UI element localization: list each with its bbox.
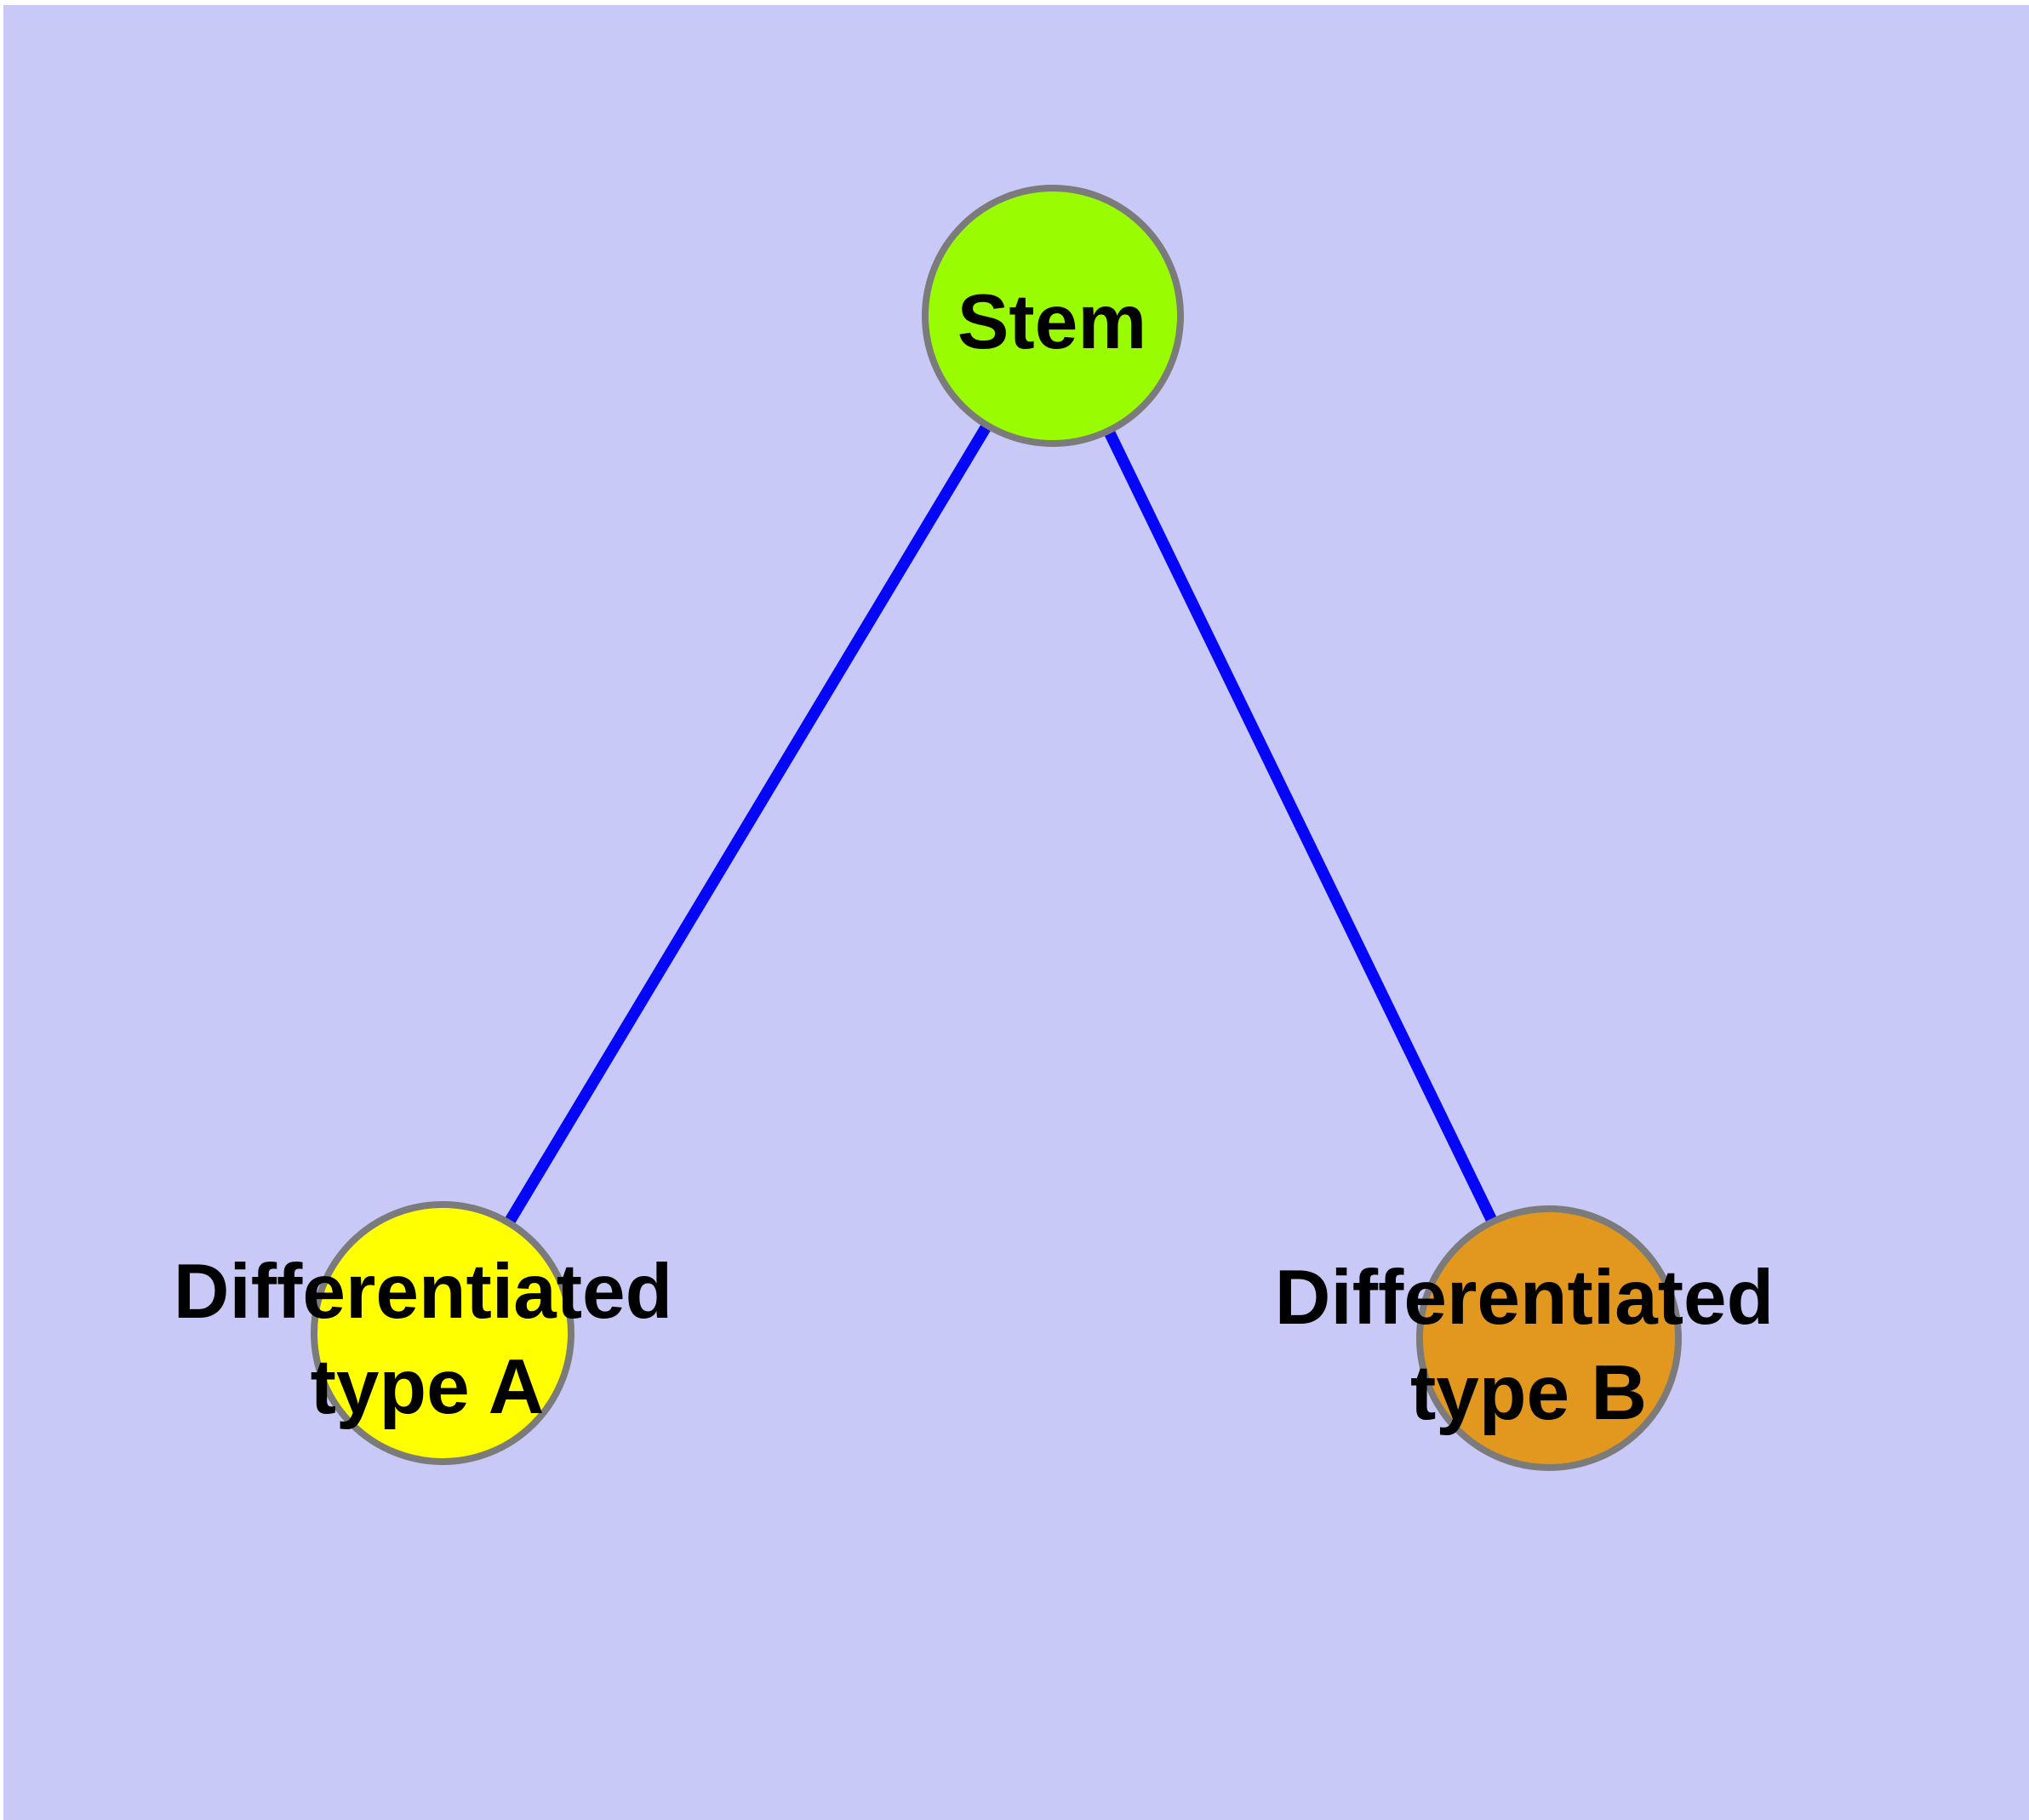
node-type-a-label-line1: Differentiated xyxy=(174,1249,673,1335)
node-stem[interactable] xyxy=(922,185,1184,447)
node-differentiated-type-a[interactable] xyxy=(311,1201,574,1465)
node-type-b-label-line2: type B xyxy=(1410,1350,1647,1436)
edge-stem-to-type-a xyxy=(437,312,1058,1336)
node-type-a-label-line2: type A xyxy=(311,1344,545,1430)
edge-stem-to-type-b xyxy=(1047,313,1555,1341)
node-stem-label: Stem xyxy=(957,279,1147,365)
node-differentiated-type-b[interactable] xyxy=(1416,1205,1682,1471)
node-type-b-label-line1: Differentiated xyxy=(1275,1255,1775,1341)
